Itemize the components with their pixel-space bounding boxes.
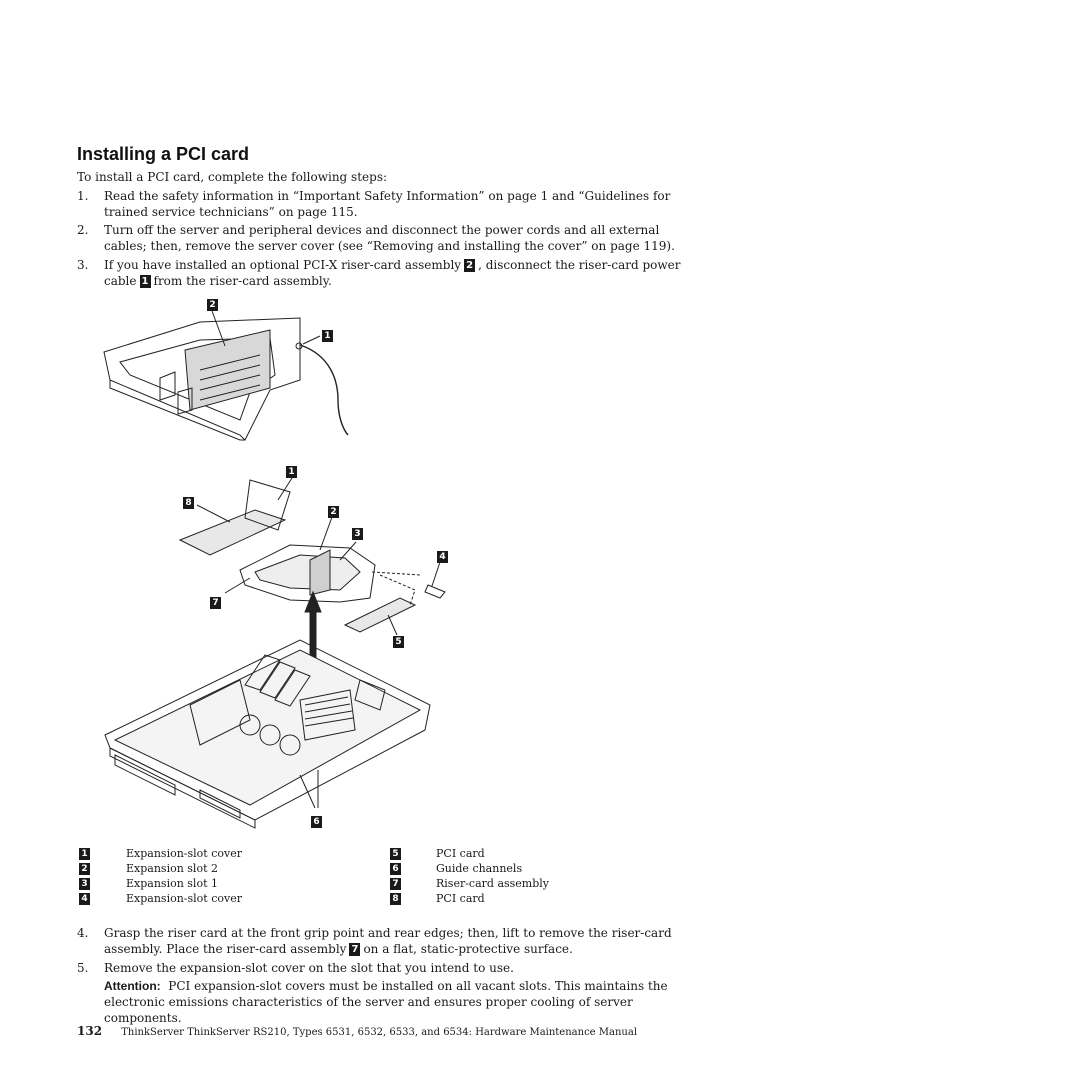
figure-callout: 1 bbox=[322, 330, 333, 342]
step-text: Read the safety information in “Importan… bbox=[104, 189, 671, 219]
step-text-part: on a flat, static-protective surface. bbox=[363, 942, 573, 956]
legend-label: Riser-card assembly bbox=[436, 877, 550, 890]
section-heading: Installing a PCI card bbox=[77, 144, 250, 164]
step-text: Turn off the server and peripheral devic… bbox=[104, 223, 675, 253]
footer-title: ThinkServer ThinkServer RS210, Types 653… bbox=[121, 1027, 638, 1038]
legend-label: Expansion-slot cover bbox=[126, 847, 242, 860]
legend-number: 5 bbox=[390, 848, 401, 860]
callout-badge: 7 bbox=[349, 943, 361, 956]
step-number: 3. bbox=[77, 258, 89, 272]
figure-callout: 8 bbox=[183, 497, 194, 509]
step-number: 4. bbox=[77, 926, 89, 940]
step-1: 1. Read the safety information in “Impor… bbox=[77, 188, 697, 220]
legend-number: 4 bbox=[79, 893, 90, 905]
step-text-part: If you have installed an optional PCI-X … bbox=[104, 258, 462, 272]
step-text-part: Grasp the riser card at the front grip p… bbox=[104, 926, 672, 956]
legend-number: 7 bbox=[390, 878, 401, 890]
intro-text: To install a PCI card, complete the foll… bbox=[77, 170, 388, 184]
legend-label: PCI card bbox=[436, 847, 485, 860]
step-text-part: , disconnect the riser-card power cable bbox=[104, 258, 681, 288]
figure-callout: 6 bbox=[311, 816, 322, 828]
step-2: 2. Turn off the server and peripheral de… bbox=[77, 222, 697, 254]
step-number: 1. bbox=[77, 189, 89, 203]
step-4: 4. Grasp the riser card at the front gri… bbox=[77, 925, 697, 957]
figure-callout: 4 bbox=[437, 551, 448, 563]
figure-callout: 2 bbox=[328, 506, 339, 518]
step-number: 5. bbox=[77, 961, 89, 975]
page-number: 132 bbox=[77, 1024, 103, 1038]
step-text: If you have installed an optional PCI-X … bbox=[104, 257, 697, 289]
legend-number: 6 bbox=[390, 863, 401, 875]
legend-label: Expansion-slot cover bbox=[126, 892, 242, 905]
legend-label: PCI card bbox=[436, 892, 485, 905]
attention-label: Attention: bbox=[104, 979, 161, 993]
step-text: Grasp the riser card at the front grip p… bbox=[104, 925, 697, 957]
figure-callout: 1 bbox=[286, 466, 297, 478]
figure-callout: 2 bbox=[207, 299, 218, 311]
step-text: Remove the expansion-slot cover on the s… bbox=[104, 961, 514, 975]
page-footer: 132 ThinkServer ThinkServer RS210, Types… bbox=[77, 1024, 637, 1038]
callout-badge: 1 bbox=[139, 275, 151, 288]
legend-number: 3 bbox=[79, 878, 90, 890]
legend-label: Guide channels bbox=[436, 862, 523, 875]
step-number: 2. bbox=[77, 223, 89, 237]
legend-label: Expansion slot 2 bbox=[126, 862, 218, 875]
legend-label: Expansion slot 1 bbox=[126, 877, 218, 890]
figure-callout: 3 bbox=[352, 528, 363, 540]
legend-number: 8 bbox=[390, 893, 401, 905]
callout-badge: 2 bbox=[464, 259, 476, 272]
step-5: 5. Remove the expansion-slot cover on th… bbox=[77, 960, 697, 976]
figure-callout: 7 bbox=[210, 597, 221, 609]
figure-callout: 5 bbox=[393, 636, 404, 648]
attention-note: Attention: PCI expansion-slot covers mus… bbox=[77, 978, 697, 1026]
step-text-part: from the riser-card assembly. bbox=[153, 274, 332, 288]
legend-number: 1 bbox=[79, 848, 90, 860]
step-3: 3. If you have installed an optional PCI… bbox=[77, 257, 697, 289]
attention-text: PCI expansion-slot covers must be instal… bbox=[104, 979, 668, 1025]
legend-number: 2 bbox=[79, 863, 90, 875]
